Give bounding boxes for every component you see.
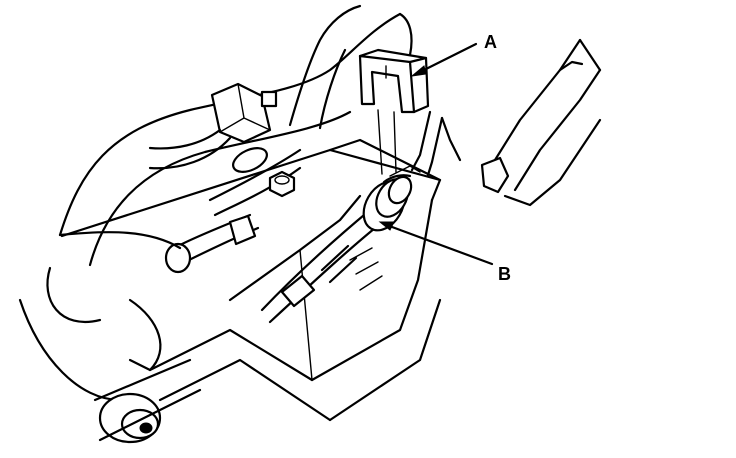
mounting-bolt (268, 170, 296, 198)
lower-housing (18, 266, 442, 422)
pulley-wheel (93, 358, 202, 444)
upper-hose (288, 4, 362, 130)
callout-a-label: A (484, 32, 497, 52)
electrical-connector (148, 82, 278, 170)
retaining-clip (358, 48, 430, 175)
wiring-harness (58, 147, 302, 274)
selector-rod (410, 110, 462, 177)
callout-a-leader (410, 42, 478, 77)
shift-lever-arm (480, 38, 602, 207)
callout-b-leader (378, 221, 494, 266)
callout-b-label: B (498, 264, 511, 284)
cable-end-grommet (362, 165, 421, 232)
shift-cable (260, 208, 383, 324)
